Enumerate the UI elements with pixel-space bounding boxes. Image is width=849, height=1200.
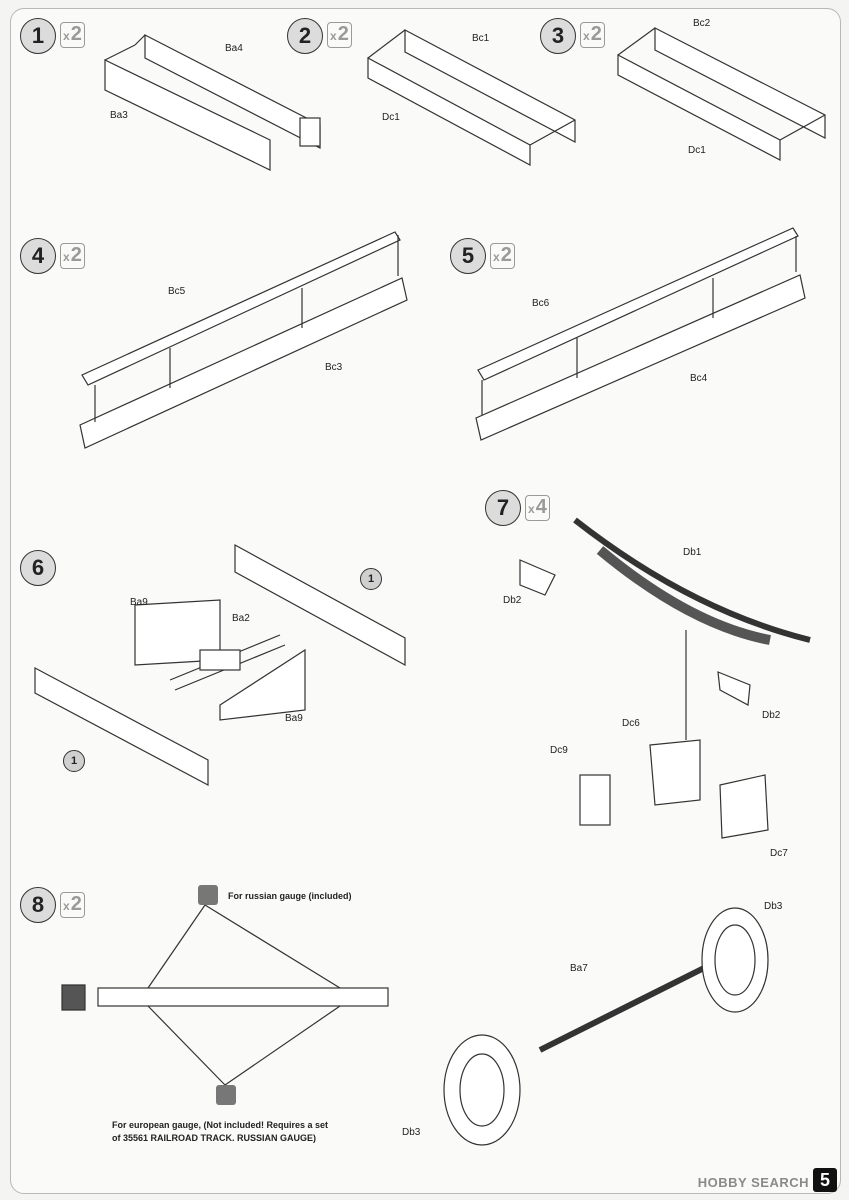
step4-drawing bbox=[79, 231, 408, 449]
step2-drawing bbox=[367, 29, 576, 167]
step-1-number: 1 bbox=[20, 18, 56, 54]
part-label-bc4: Bc4 bbox=[690, 373, 708, 384]
part-label-bc3: Bc3 bbox=[325, 362, 343, 373]
part-label-ba9-b: Ba9 bbox=[285, 713, 303, 724]
step6-drawing bbox=[34, 543, 406, 786]
step-4-number: 4 bbox=[20, 238, 56, 274]
part-label-ba4: Ba4 bbox=[225, 43, 243, 54]
step-6-number: 6 bbox=[20, 550, 56, 586]
part-label-ba7: Ba7 bbox=[570, 963, 588, 974]
russian-gauge-icon bbox=[198, 885, 218, 905]
part-label-ba2: Ba2 bbox=[232, 613, 250, 624]
european-gauge-icon bbox=[216, 1085, 236, 1105]
subassembly-callout-1-bottom: 1 bbox=[63, 750, 85, 772]
european-gauge-note-line1: For european gauge, (Not included! Requi… bbox=[112, 1120, 329, 1130]
part-label-db3-a: Db3 bbox=[764, 901, 783, 912]
part-label-db3-b: Db3 bbox=[402, 1127, 421, 1138]
watermark-text: HOBBY SEARCH bbox=[697, 1175, 809, 1190]
part-label-db2-a: Db2 bbox=[503, 595, 522, 606]
wheelset-drawing bbox=[443, 907, 769, 1146]
step-8-number: 8 bbox=[20, 887, 56, 923]
step-3-number: 3 bbox=[540, 18, 576, 54]
step5-drawing bbox=[475, 227, 806, 441]
part-label-db1: Db1 bbox=[683, 547, 702, 558]
step3-drawing bbox=[617, 27, 826, 161]
step1-drawing bbox=[104, 34, 321, 171]
part-label-dc7: Dc7 bbox=[770, 848, 788, 859]
part-label-bc6: Bc6 bbox=[532, 298, 550, 309]
page-number: 5 bbox=[813, 1168, 837, 1192]
part-label-dc1-a: Dc1 bbox=[382, 112, 400, 123]
part-label-dc1-b: Dc1 bbox=[688, 145, 706, 156]
part-label-ba9-a: Ba9 bbox=[130, 597, 148, 608]
step-2-number: 2 bbox=[287, 18, 323, 54]
step-5-number: 5 bbox=[450, 238, 486, 274]
step7-drawing bbox=[519, 517, 811, 839]
european-gauge-note-line2: of 35561 RAILROAD TRACK. RUSSIAN GAUGE) bbox=[112, 1133, 317, 1143]
step-7-number: 7 bbox=[485, 490, 521, 526]
part-label-bc2: Bc2 bbox=[693, 18, 711, 29]
part-label-db2-b: Db2 bbox=[762, 710, 781, 721]
russian-gauge-note: For russian gauge (included) bbox=[228, 891, 352, 901]
part-label-bc5: Bc5 bbox=[168, 286, 186, 297]
part-label-bc1: Bc1 bbox=[472, 33, 490, 44]
part-label-ba3: Ba3 bbox=[110, 110, 128, 121]
part-label-dc9: Dc9 bbox=[550, 745, 568, 756]
subassembly-callout-1-top: 1 bbox=[360, 568, 382, 590]
part-label-dc6: Dc6 bbox=[622, 718, 640, 729]
step8-drawing bbox=[61, 904, 389, 1086]
